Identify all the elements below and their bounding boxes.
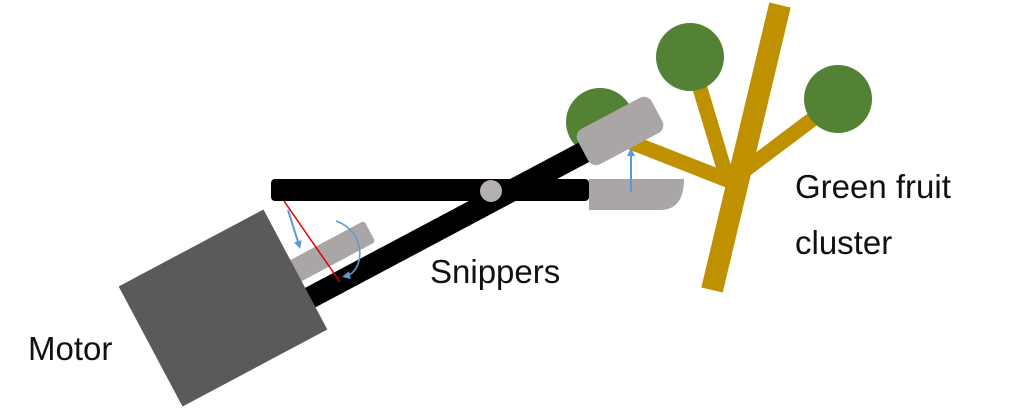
rotation-arrow-icon	[335, 220, 361, 280]
lower-blade	[287, 221, 375, 283]
motor	[118, 209, 328, 407]
fruit-cluster-label-line1: Green fruit	[795, 168, 951, 205]
fruit	[656, 23, 724, 91]
fruit-cluster-label-line2: cluster	[795, 224, 893, 261]
snippers-label: Snippers	[430, 253, 561, 290]
main-stem	[701, 2, 791, 293]
pivot-joint	[480, 180, 502, 202]
upper-blade	[576, 96, 664, 166]
fruit	[804, 65, 872, 133]
down-arrow-icon	[287, 209, 302, 249]
cut-line	[283, 200, 341, 283]
motion-arrows	[287, 148, 635, 280]
fixed-blade	[589, 179, 684, 210]
motor-label: Motor	[28, 330, 113, 367]
